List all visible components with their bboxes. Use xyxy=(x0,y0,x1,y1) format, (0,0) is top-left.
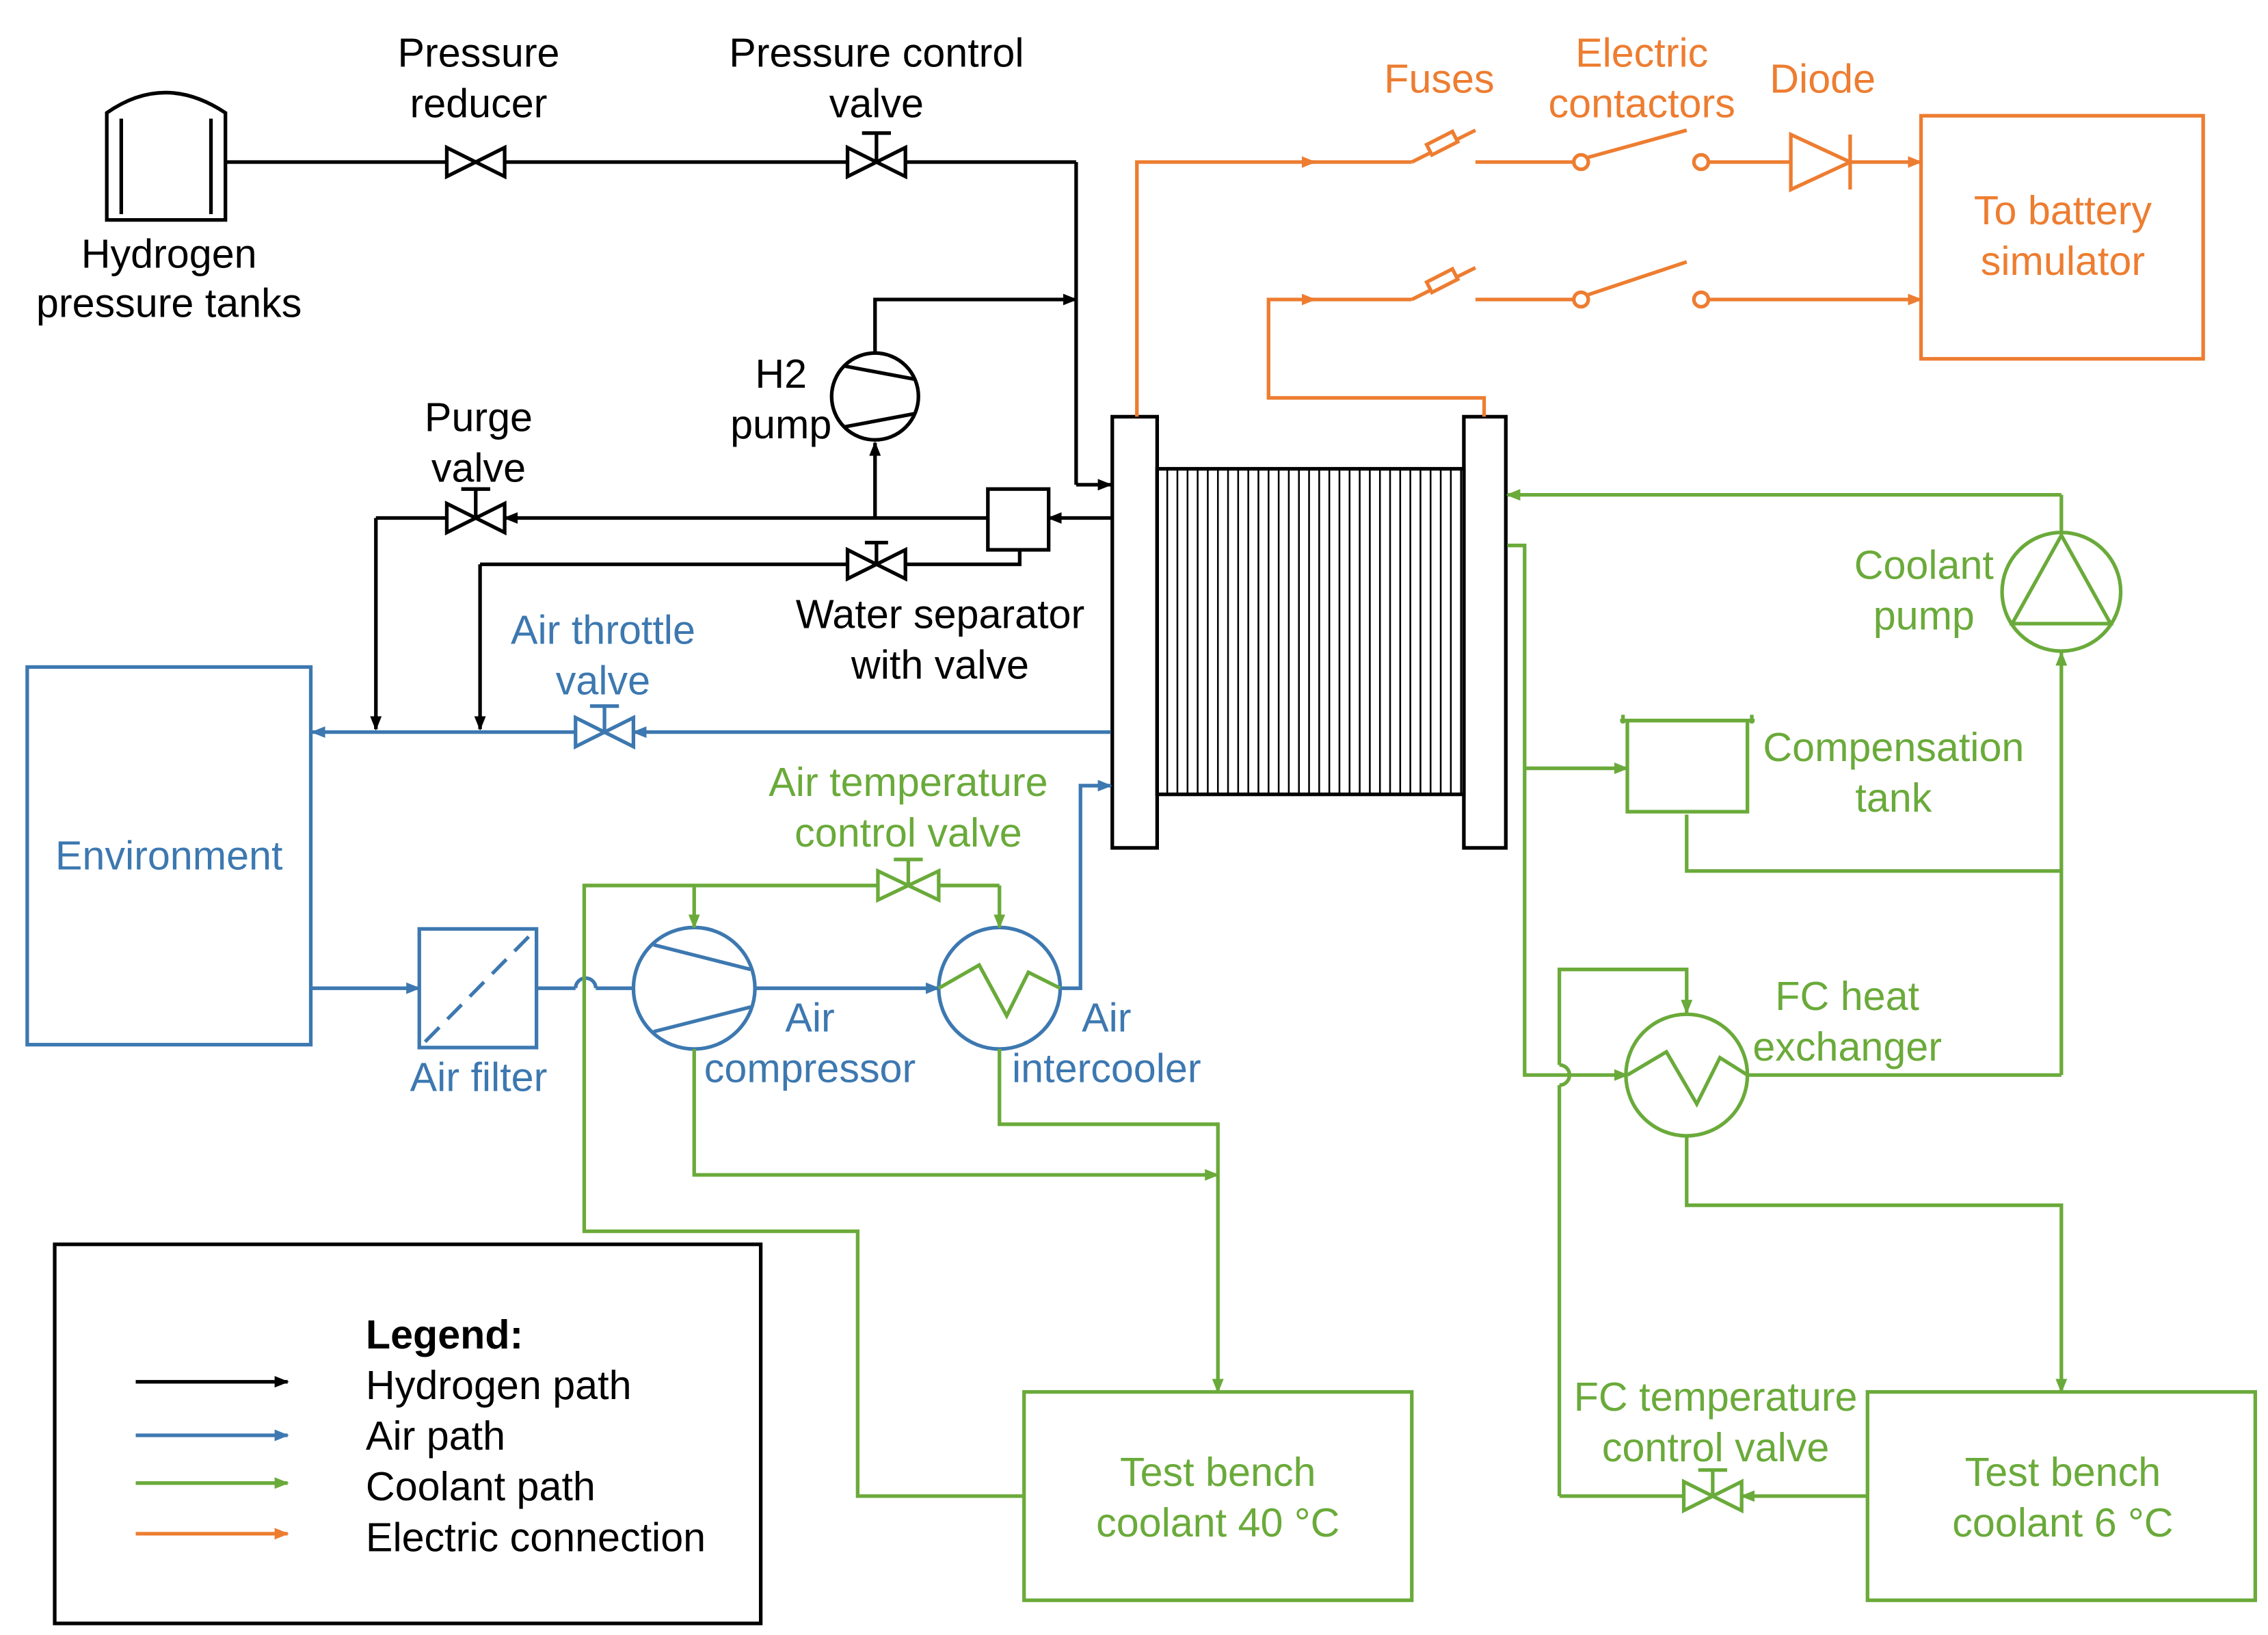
label-test-bench-6-1: Test bench xyxy=(1965,1449,2161,1495)
compensation-tank-icon xyxy=(1620,715,1755,814)
label-air-temp-control-valve-1: Air temperature xyxy=(769,759,1048,805)
label-air-compressor-2: compressor xyxy=(704,1046,916,1091)
stack-cathode-endplate xyxy=(1462,414,1508,850)
label-test-bench-40-2: coolant 40 °C xyxy=(1096,1500,1339,1545)
coolant-pump-icon xyxy=(2000,531,2123,653)
label-test-bench-6-2: coolant 6 °C xyxy=(1952,1500,2173,1545)
contactor-terminal xyxy=(1692,290,1711,309)
label-fc-temp-control-valve-2: control valve xyxy=(1602,1424,1830,1470)
h2-pump-icon xyxy=(829,351,920,442)
stack-cells xyxy=(1155,466,1466,797)
contactor-terminal xyxy=(1572,152,1590,172)
label-pressure-control-valve-2: valve xyxy=(829,80,924,126)
stack-anode-endplate xyxy=(1110,414,1159,850)
label-air-compressor-1: Air xyxy=(785,995,834,1041)
label-h2-pump-2: pump xyxy=(730,401,831,447)
label-purge-valve-1: Purge xyxy=(425,395,533,440)
pressure-reducer-valve-icon xyxy=(444,144,507,180)
label-air-intercooler-2: intercooler xyxy=(1012,1046,1201,1091)
label-hydrogen-tanks-1: Hydrogen xyxy=(81,230,257,276)
battery-simulator-box xyxy=(1919,114,2205,361)
label-air-temp-control-valve-2: control valve xyxy=(795,810,1022,855)
label-air-intercooler-1: Air xyxy=(1082,995,1131,1041)
label-pressure-reducer-2: reducer xyxy=(410,80,548,126)
fuse-icon xyxy=(1424,266,1460,295)
air-filter-icon xyxy=(417,927,539,1050)
label-battery-simulator-1: To battery xyxy=(1974,187,2152,233)
legend-box xyxy=(53,1242,763,1625)
legend: Legend: Hydrogen path Air path Coolant p… xyxy=(53,1242,763,1625)
legend-item-air: Air path xyxy=(366,1413,505,1459)
legend-item-hydrogen: Hydrogen path xyxy=(366,1362,632,1408)
air-intercooler-icon xyxy=(937,925,1063,1051)
label-pressure-reducer-1: Pressure xyxy=(397,29,559,75)
label-fuses: Fuses xyxy=(1384,55,1494,101)
hydrogen-tank-icon xyxy=(105,90,228,222)
electric-path xyxy=(1135,114,2205,417)
environment-box xyxy=(25,665,313,1047)
label-diode: Diode xyxy=(1770,55,1876,101)
fc-heat-exchanger-icon xyxy=(1624,1012,1750,1138)
label-coolant-pump-1: Coolant xyxy=(1854,542,1994,587)
fuse-icon xyxy=(1424,129,1460,158)
legend-item-electric: Electric connection xyxy=(366,1514,706,1560)
water-separator xyxy=(986,487,1051,552)
contactor-terminal xyxy=(1572,290,1590,309)
label-environment: Environment xyxy=(55,833,283,879)
label-compensation-tank-2: tank xyxy=(1855,775,1932,821)
label-air-throttle-valve-1: Air throttle xyxy=(511,607,695,653)
label-coolant-pump-2: pump xyxy=(1873,592,1975,638)
label-water-separator-1: Water separator xyxy=(796,591,1084,637)
label-fc-temp-control-valve-1: FC temperature xyxy=(1574,1374,1858,1420)
label-water-separator-2: with valve xyxy=(851,641,1029,687)
label-fc-heat-exchanger-2: exchanger xyxy=(1752,1024,1942,1069)
label-air-filter: Air filter xyxy=(410,1054,548,1100)
label-fc-heat-exchanger-1: FC heat xyxy=(1775,973,1919,1019)
diode-icon xyxy=(1789,131,1855,193)
test-bench-6-box xyxy=(1865,1390,2257,1602)
coolant-path xyxy=(582,489,2257,1602)
label-purge-valve-2: valve xyxy=(431,445,526,491)
label-test-bench-40-1: Test bench xyxy=(1120,1449,1316,1495)
contactor-terminal xyxy=(1692,152,1711,172)
label-air-throttle-valve-2: valve xyxy=(556,658,650,704)
labels: Hydrogen pressure tanks Pressure reducer… xyxy=(36,29,2174,1545)
air-path xyxy=(25,665,1112,1051)
hydrogen-path xyxy=(105,90,1112,731)
label-electric-contactors-2: contactors xyxy=(1549,80,1735,126)
legend-title: Legend: xyxy=(366,1312,523,1357)
label-h2-pump-1: H2 xyxy=(755,351,807,397)
legend-item-coolant: Coolant path xyxy=(366,1463,596,1509)
fuel-cell-stack xyxy=(1110,414,1508,850)
label-battery-simulator-2: simulator xyxy=(1981,238,2145,284)
intercooler-coil xyxy=(937,962,1061,1020)
label-hydrogen-tanks-2: pressure tanks xyxy=(36,280,302,325)
label-electric-contactors-1: Electric xyxy=(1575,29,1708,75)
label-compensation-tank-1: Compensation xyxy=(1763,724,2024,770)
test-bench-40-box xyxy=(1022,1390,1414,1602)
label-pressure-control-valve-1: Pressure control xyxy=(729,29,1024,75)
air-compressor-icon xyxy=(631,925,757,1051)
